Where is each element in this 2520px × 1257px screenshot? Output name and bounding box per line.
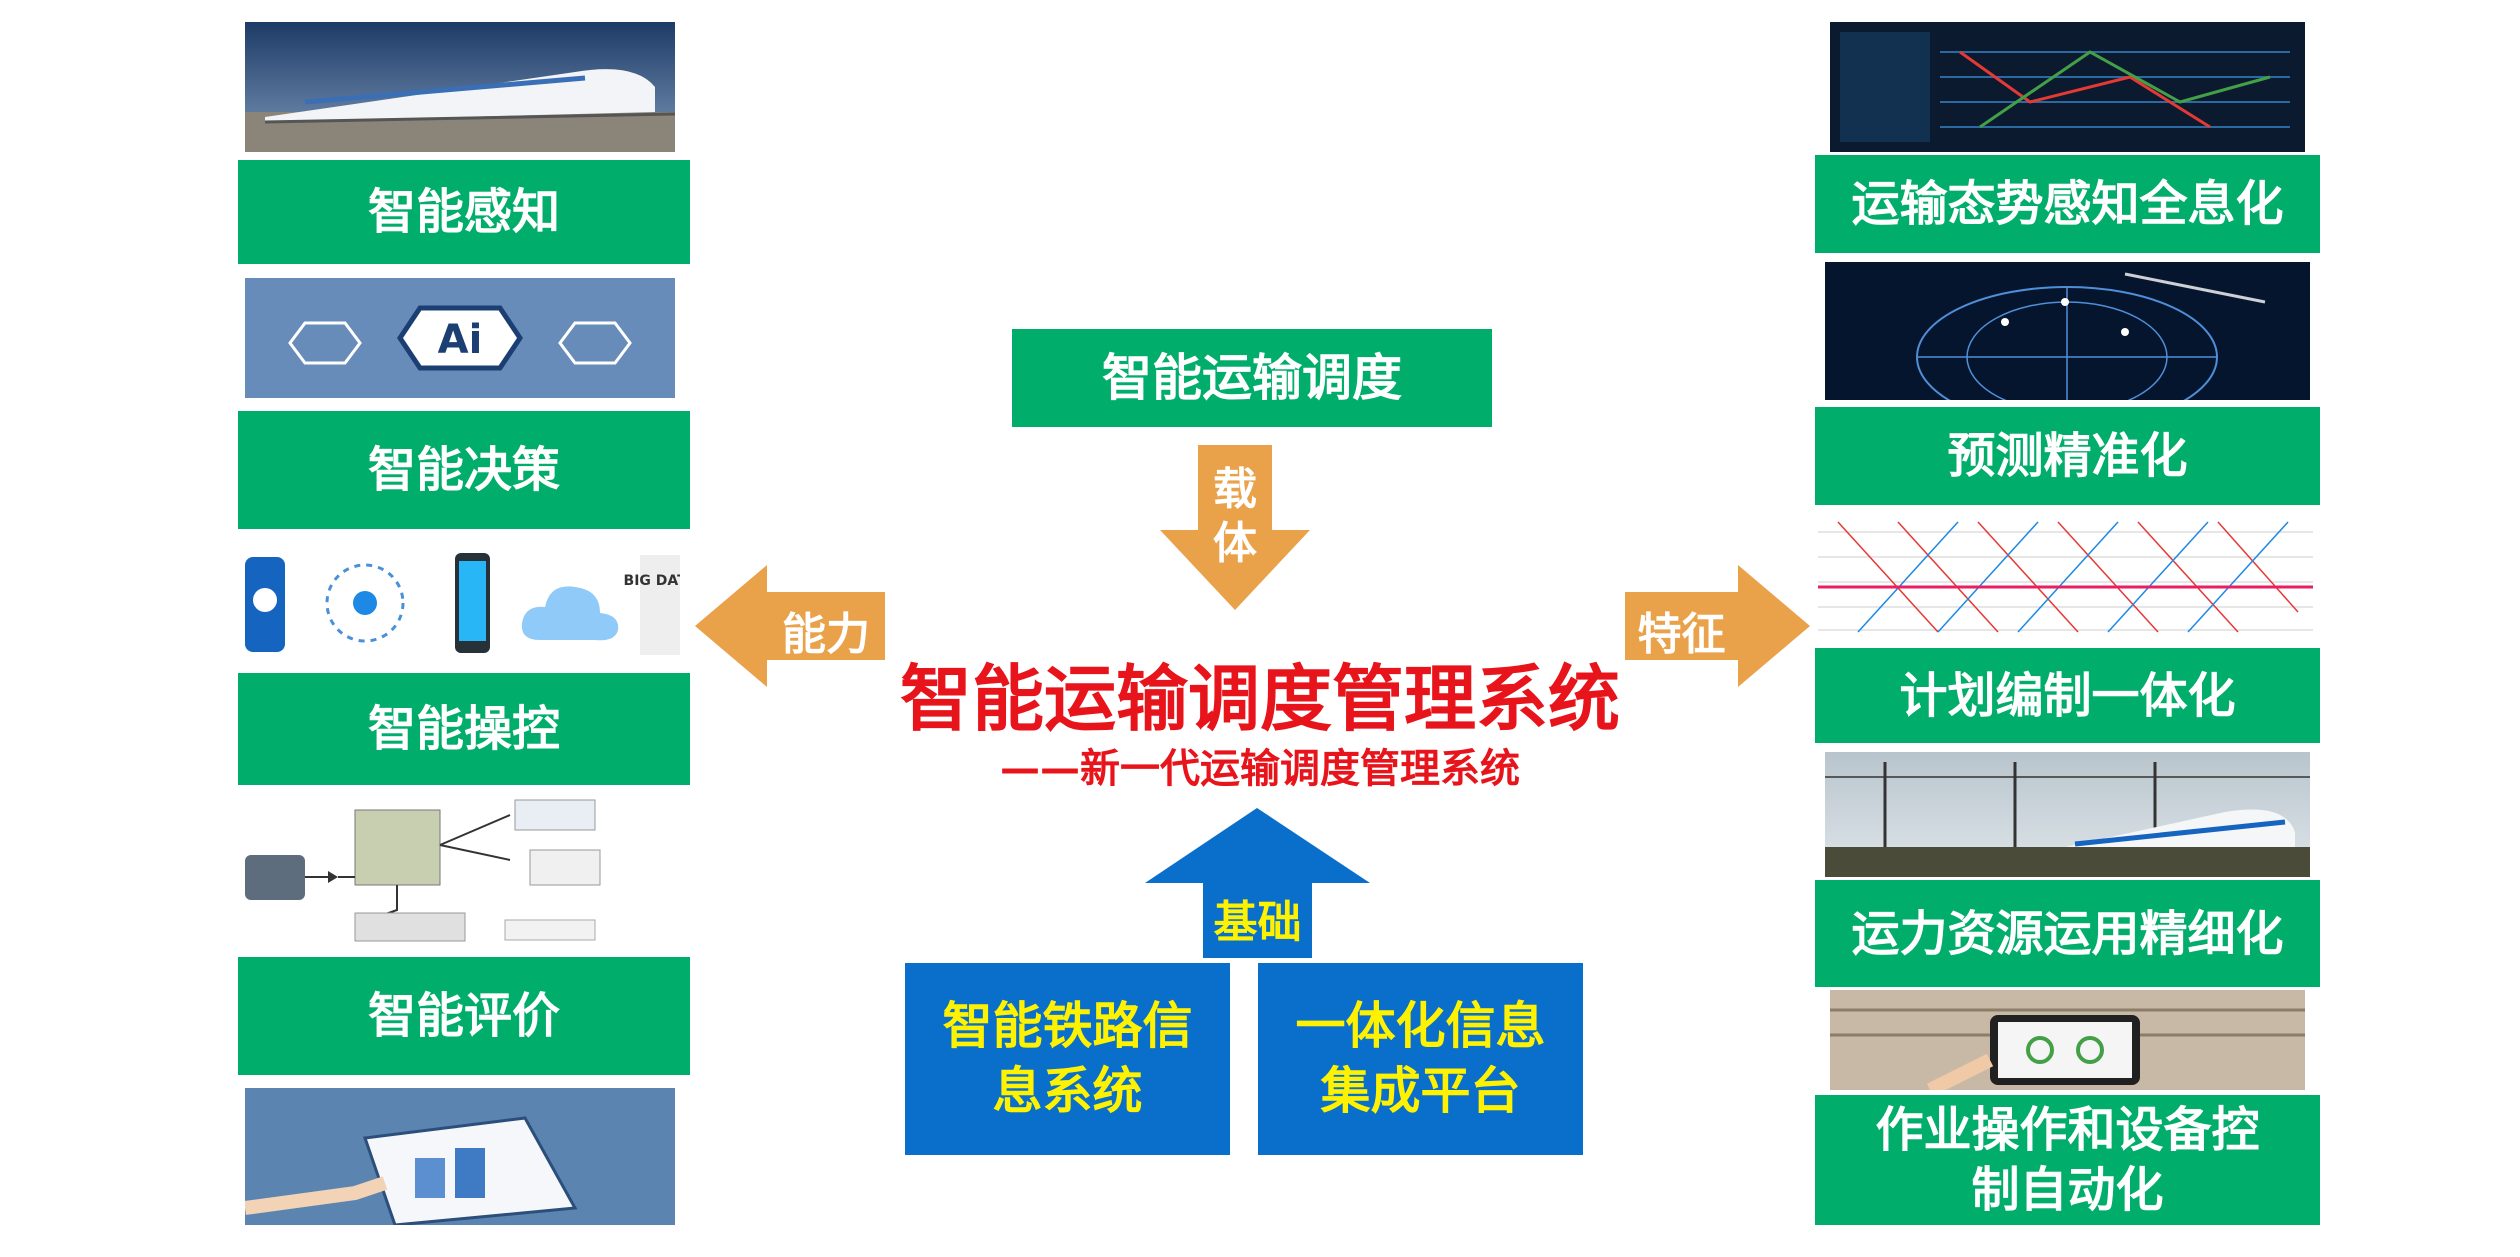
- label-automated-operation-control-text: 作业操作和设备控制自动化: [1875, 1102, 2260, 1218]
- label-intelligent-evaluation: 智能评价: [238, 957, 690, 1075]
- cloud-devices-image: BIG DATA: [240, 545, 680, 660]
- label-intelligent-perception: 智能感知: [238, 160, 690, 264]
- box-intelligent-railway-info-system: 智能铁路信 息系统: [905, 963, 1230, 1155]
- carrier-arrow-label: 载体: [1213, 464, 1257, 569]
- label-automated-operation-control: 作业操作和设备控制自动化: [1815, 1095, 2320, 1225]
- ability-arrow-label: 能力: [782, 609, 870, 660]
- main-title: 智能运输调度管理系统: [899, 657, 1620, 741]
- box-intelligent-transport-dispatch: 智能运输调度: [1012, 329, 1492, 427]
- ability-left-arrow: 能力: [695, 565, 885, 687]
- label-integrated-planning: 计划编制一体化: [1815, 648, 2320, 743]
- carrier-down-arrow: 载体: [1160, 445, 1310, 610]
- label-intelligent-decision: 智能决策: [238, 411, 690, 529]
- box-integrated-info-platform: 一体化信息 集成平台: [1258, 963, 1583, 1155]
- subtitle: ——新一代运输调度管理系统: [1000, 746, 1520, 792]
- equipment-diagram-image: [240, 795, 680, 950]
- big-data-text: BIG DATA: [624, 573, 680, 589]
- tablet-workshop-image: [1830, 990, 2305, 1090]
- ai-technology-image: Ai: [245, 278, 675, 398]
- train-schedule-chart-image: [1818, 512, 2313, 642]
- dispatch-dashboard-image: [1830, 22, 2305, 152]
- label-refined-capacity-utilization: 运力资源运用精细化: [1815, 880, 2320, 987]
- ai-text: Ai: [438, 317, 483, 363]
- global-network-image: [1825, 262, 2310, 400]
- high-speed-train-power-line-image: [1825, 752, 2310, 877]
- label-holographic-situation-awareness: 运输态势感知全息化: [1815, 155, 2320, 253]
- foundation-arrow-label: 基础: [1213, 897, 1302, 948]
- foundation-up-arrow: 基础: [1145, 808, 1370, 958]
- high-speed-train-image: [245, 22, 675, 152]
- label-intelligent-control: 智能操控: [238, 673, 690, 785]
- feature-right-arrow: 特征: [1625, 565, 1810, 687]
- feature-arrow-label: 特征: [1637, 609, 1726, 660]
- tablet-analytics-image: [245, 1088, 675, 1225]
- label-precise-prediction: 预测精准化: [1815, 407, 2320, 505]
